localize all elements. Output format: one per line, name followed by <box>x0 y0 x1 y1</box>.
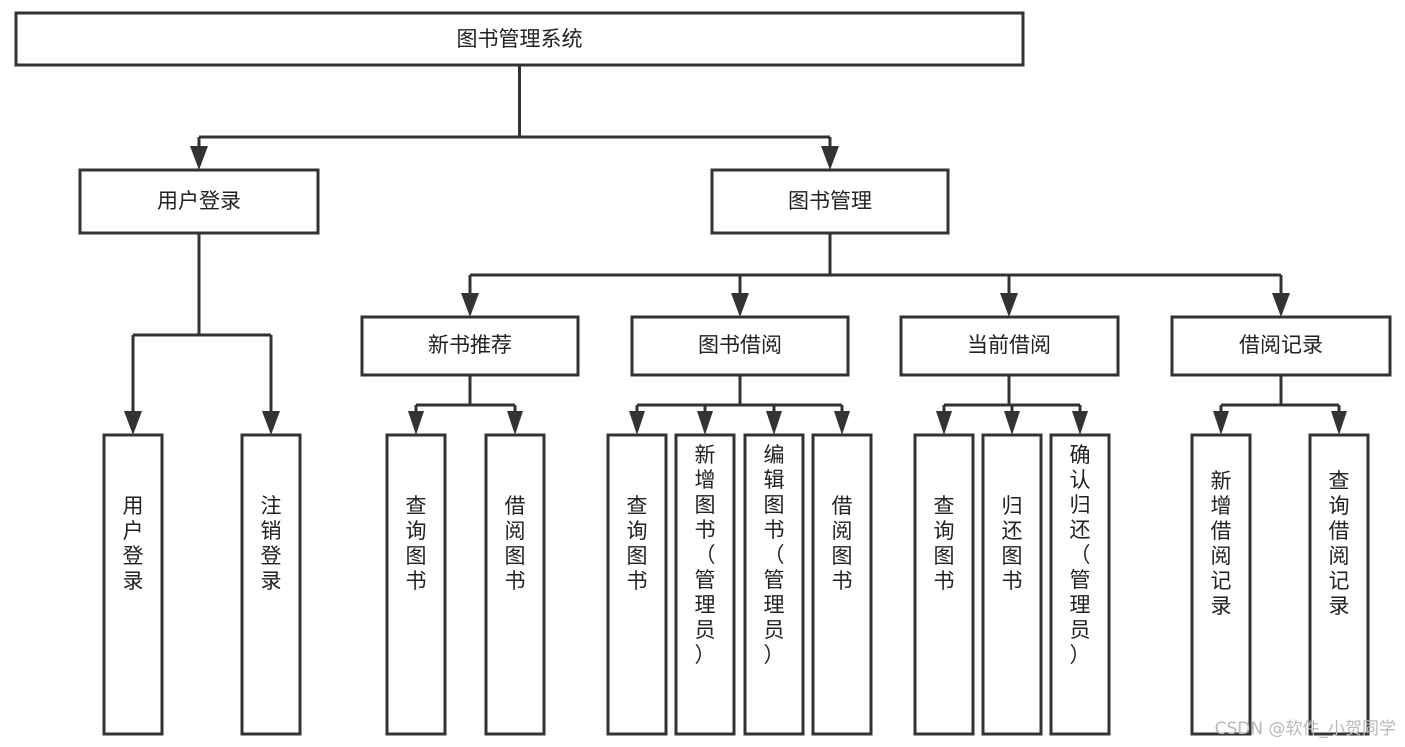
node-box[interactable] <box>899 315 1120 377</box>
node-box[interactable] <box>913 433 975 736</box>
node-label-vertical: 查询图书 <box>934 494 955 593</box>
node-label-vertical: 确认归还（管理员） <box>1070 443 1091 667</box>
node-leaf-logout-login[interactable]: 注销登录 <box>240 433 302 736</box>
node-box[interactable] <box>674 433 736 736</box>
node-box[interactable] <box>240 433 302 736</box>
watermark-label: CSDN @软件_小贺同学 <box>1215 719 1396 739</box>
node-label: 用户登录 <box>157 189 241 213</box>
node-leaf-borrow-book-recommend[interactable]: 借阅图书 <box>484 433 546 736</box>
connector-group-user-login <box>124 233 280 435</box>
node-label-vertical: 借阅图书 <box>505 494 526 593</box>
leaf-node-group: 用户登录 注销登录 查询图书 借阅图书 查询图书 新增图书（管理员） <box>102 433 1370 736</box>
arrow-head-icon <box>731 293 749 317</box>
arrow-head-icon <box>1213 411 1229 435</box>
arrow-head-icon <box>1272 293 1290 317</box>
node-label-vertical: 查询图书 <box>627 494 648 593</box>
node-borrow-record[interactable]: 借阅记录 <box>1170 315 1392 377</box>
node-label-vertical: 查询借阅记录 <box>1329 469 1350 618</box>
node-label-vertical: 编辑图书（管理员） <box>764 443 785 667</box>
node-label: 图书管理 <box>788 189 872 213</box>
node-box[interactable] <box>385 433 447 736</box>
node-label: 新书推荐 <box>428 333 512 357</box>
node-box[interactable] <box>1308 433 1370 736</box>
node-box[interactable] <box>1170 315 1392 377</box>
node-leaf-query-book-current[interactable]: 查询图书 <box>913 433 975 736</box>
arrow-head-icon <box>190 146 208 170</box>
arrow-head-icon <box>262 411 280 435</box>
node-label: 借阅记录 <box>1239 333 1323 357</box>
node-user-login[interactable]: 用户登录 <box>78 168 320 235</box>
connector-group-borrow-record <box>1213 375 1347 435</box>
arrow-head-icon <box>936 411 952 435</box>
node-box[interactable] <box>1190 433 1252 736</box>
node-box[interactable] <box>630 315 850 377</box>
arrow-head-icon <box>1004 411 1020 435</box>
connector-group-new-book-recommend <box>408 375 523 435</box>
node-box[interactable] <box>78 168 320 235</box>
arrow-head-icon <box>834 411 850 435</box>
node-box[interactable] <box>102 433 164 736</box>
node-leaf-confirm-return-admin[interactable]: 确认归还（管理员） <box>1049 433 1111 736</box>
node-box[interactable] <box>14 11 1025 67</box>
connector-group-root <box>190 65 839 170</box>
node-label: 图书管理系统 <box>457 27 583 51</box>
node-box[interactable] <box>1049 433 1111 736</box>
node-new-book-recommend[interactable]: 新书推荐 <box>360 315 580 377</box>
node-leaf-add-borrow-record[interactable]: 新增借阅记录 <box>1190 433 1252 736</box>
node-leaf-add-book-admin[interactable]: 新增图书（管理员） <box>674 433 736 736</box>
node-box[interactable] <box>606 433 668 736</box>
arrow-head-icon <box>408 411 424 435</box>
node-box[interactable] <box>484 433 546 736</box>
node-box[interactable] <box>360 315 580 377</box>
node-label: 图书借阅 <box>698 333 782 357</box>
node-box[interactable] <box>981 433 1043 736</box>
node-leaf-user-login[interactable]: 用户登录 <box>102 433 164 736</box>
node-leaf-borrow-book[interactable]: 借阅图书 <box>811 433 873 736</box>
node-label-vertical: 注销登录 <box>261 494 282 593</box>
node-label-vertical: 新增借阅记录 <box>1211 469 1232 618</box>
arrow-head-icon <box>461 293 479 317</box>
node-label: 当前借阅 <box>967 333 1051 357</box>
node-box[interactable] <box>811 433 873 736</box>
node-label-vertical: 查询图书 <box>406 494 427 593</box>
arrow-head-icon <box>1000 293 1018 317</box>
node-current-borrow[interactable]: 当前借阅 <box>899 315 1120 377</box>
node-box[interactable] <box>743 433 805 736</box>
node-book-management[interactable]: 图书管理 <box>710 168 950 235</box>
arrow-head-icon <box>1072 411 1088 435</box>
node-label-vertical: 用户登录 <box>123 494 144 593</box>
node-book-borrow[interactable]: 图书借阅 <box>630 315 850 377</box>
node-label-vertical: 借阅图书 <box>832 494 853 593</box>
node-leaf-edit-book-admin[interactable]: 编辑图书（管理员） <box>743 433 805 736</box>
arrow-head-icon <box>124 411 142 435</box>
node-box[interactable] <box>710 168 950 235</box>
node-label-vertical: 归还图书 <box>1002 494 1023 593</box>
node-leaf-query-borrow-record[interactable]: 查询借阅记录 <box>1308 433 1370 736</box>
connector-group-current-borrow <box>936 375 1088 435</box>
arrow-head-icon <box>1331 411 1347 435</box>
node-leaf-return-book[interactable]: 归还图书 <box>981 433 1043 736</box>
node-leaf-query-book-recommend[interactable]: 查询图书 <box>385 433 447 736</box>
node-label-vertical: 新增图书（管理员） <box>695 443 716 667</box>
connector-group-book-borrow <box>629 375 850 435</box>
arrow-head-icon <box>821 146 839 170</box>
arrow-head-icon <box>507 411 523 435</box>
connector-group-book-management <box>461 233 1290 317</box>
node-leaf-query-book-borrow[interactable]: 查询图书 <box>606 433 668 736</box>
arrow-head-icon <box>697 411 713 435</box>
node-book-management-system[interactable]: 图书管理系统 <box>14 11 1025 67</box>
arrow-head-icon <box>629 411 645 435</box>
arrow-head-icon <box>766 411 782 435</box>
